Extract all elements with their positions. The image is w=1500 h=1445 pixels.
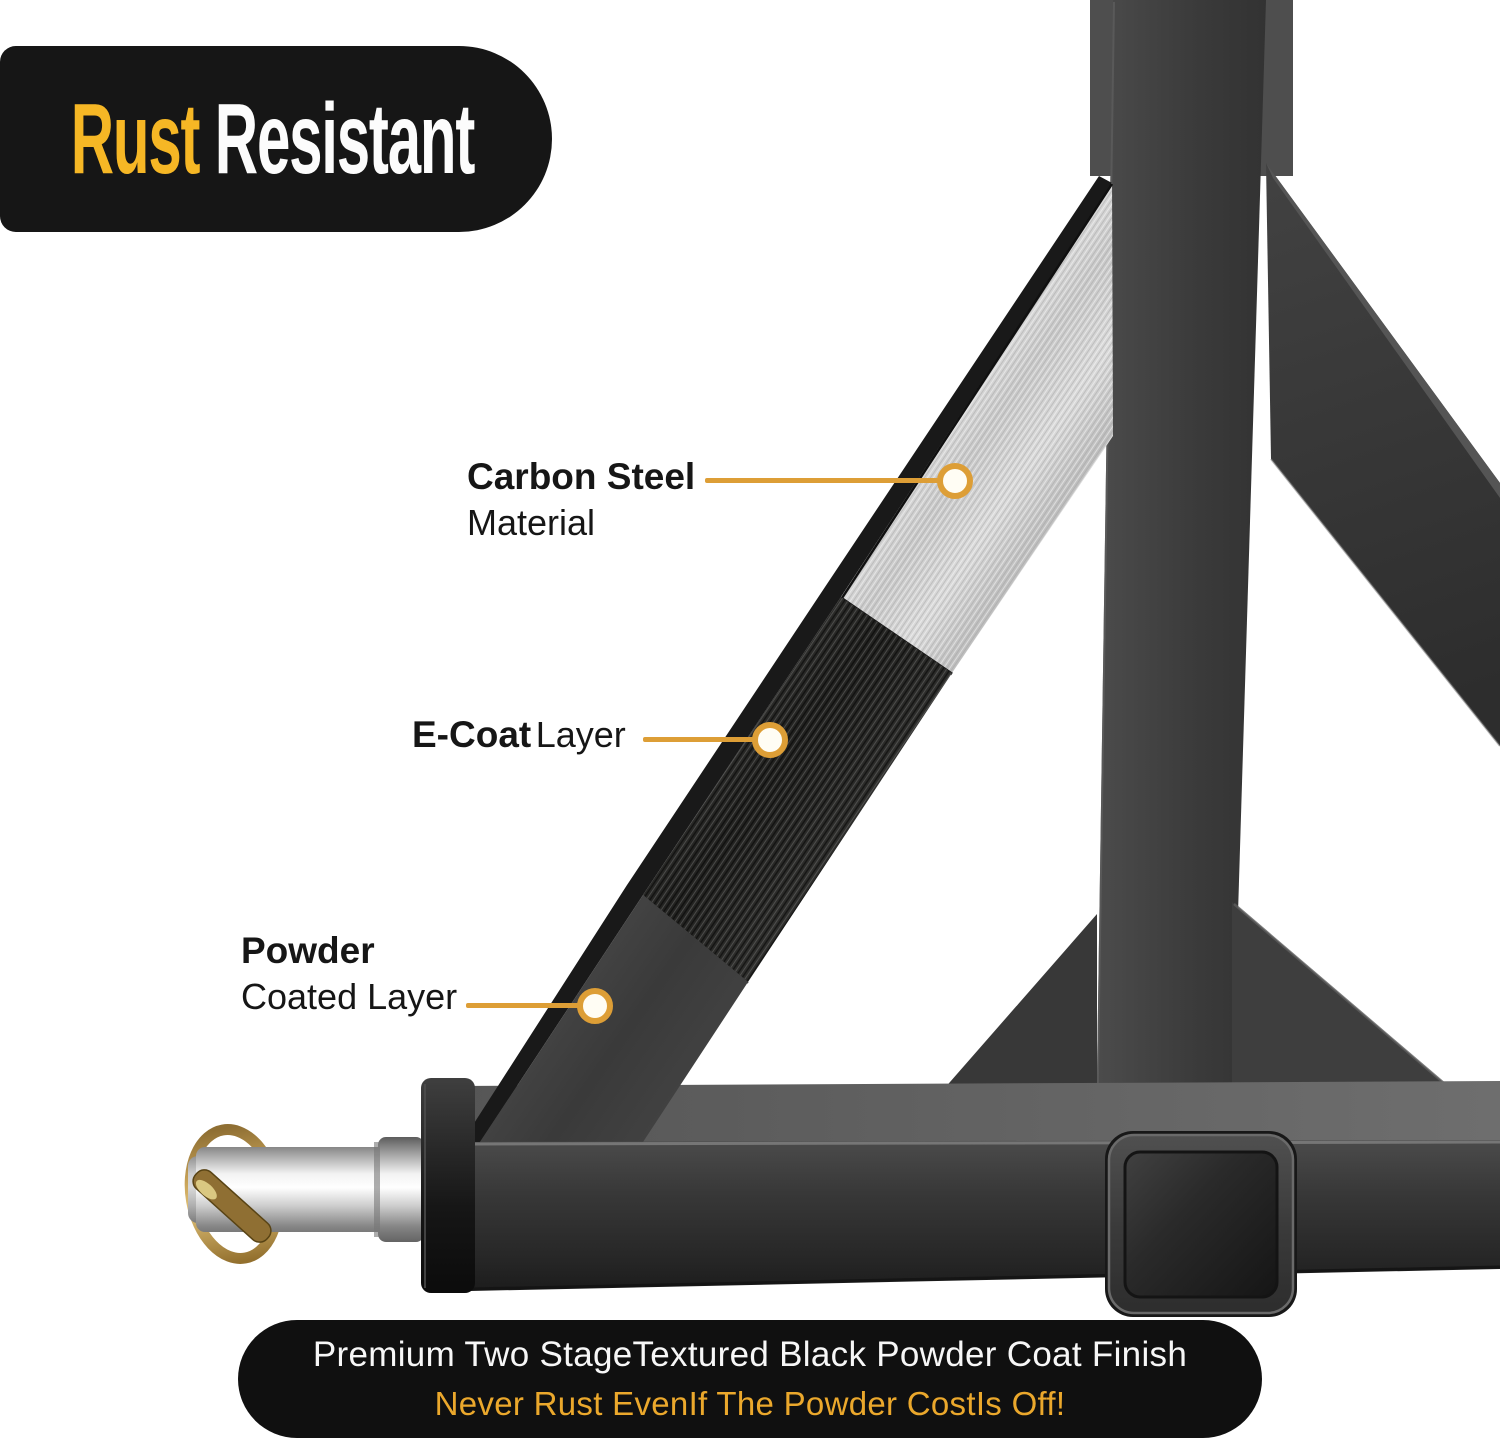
callout-ecoat: E-Coat Layer: [412, 712, 626, 766]
carbon-leader-line: [705, 478, 940, 483]
rust-resistant-badge: Rust Resistant: [0, 46, 552, 232]
carbon-steel-section: [840, 183, 1114, 673]
footer-line2: Never Rust EvenIf The Powder CostIs Off!: [434, 1385, 1066, 1422]
beam-end-cap: [421, 1078, 475, 1293]
left-brace: [462, 176, 1114, 1142]
powder-section: [480, 895, 748, 1142]
left-gusset: [908, 914, 1097, 1130]
callout-carbon-label-bold: Carbon Steel: [467, 456, 696, 497]
badge-title: Rust Resistant: [0, 89, 476, 189]
callout-powder-label-regular: Coated Layer: [241, 976, 458, 1017]
powder-leader-line: [466, 1003, 580, 1008]
footer-line1: Premium Two StageTextured Black Powder C…: [312, 1335, 1188, 1374]
powder-marker-icon: [577, 988, 613, 1024]
beam-front-face: [468, 1140, 1500, 1291]
right-brace: [1266, 163, 1500, 747]
carbon-marker-icon: [937, 463, 973, 499]
hitch-pin-clip: [192, 1169, 272, 1243]
brace-side-face: [462, 176, 1112, 1142]
callout-ecoat-label-regular: Layer: [535, 714, 626, 755]
footer-banner: Premium Two StageTextured Black Powder C…: [238, 1320, 1262, 1438]
hitch-pin-collar: [378, 1137, 424, 1242]
right-gusset: [1232, 902, 1471, 1119]
receiver-opening: [1123, 1150, 1279, 1299]
badge-highlight-text: Rust: [70, 83, 201, 195]
receiver-tube: [1105, 1131, 1297, 1317]
ecoat-leader-line: [643, 737, 755, 742]
callout-ecoat-label-bold: E-Coat: [412, 714, 532, 755]
callout-carbon-steel: Carbon Steel Material: [467, 454, 695, 546]
ecoat-marker-icon: [752, 722, 788, 758]
callout-powder: Powder Coated Layer: [241, 928, 457, 1020]
callout-carbon-label-regular: Material: [467, 502, 596, 543]
hitch-pin: [184, 1124, 424, 1264]
callout-powder-label-bold: Powder: [241, 930, 375, 971]
beam-top-face: [452, 1081, 1500, 1143]
ecoat-section: [643, 597, 952, 982]
badge-rest-text: Resistant: [214, 83, 475, 195]
